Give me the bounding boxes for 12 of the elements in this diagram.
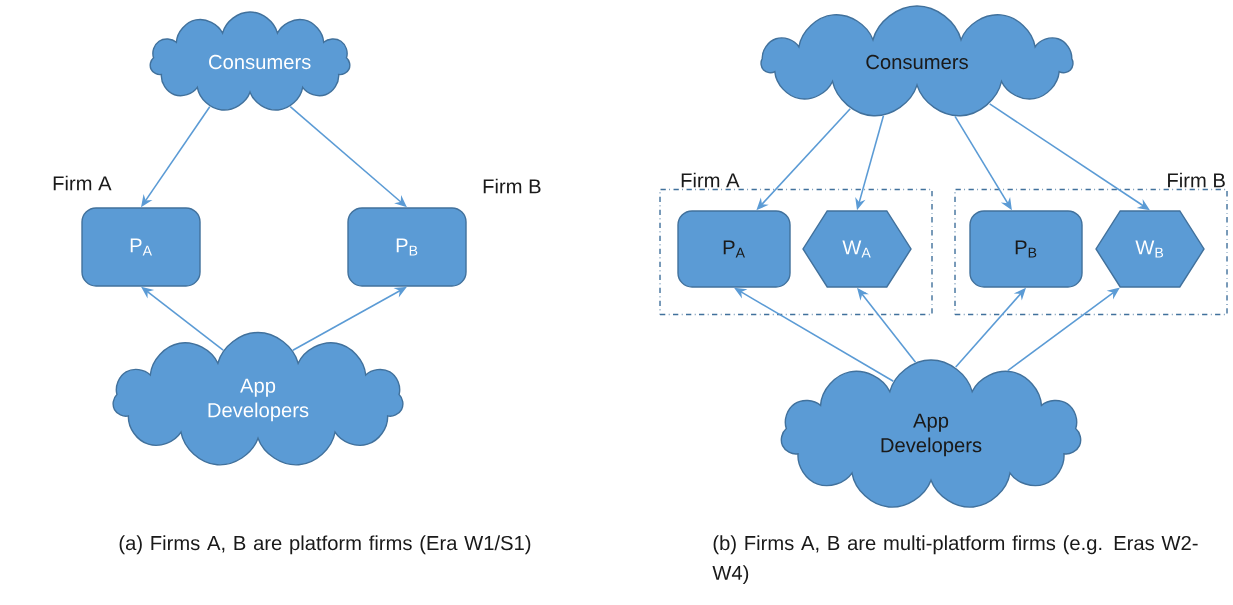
arrow — [292, 286, 407, 351]
caption: (b) Firms A, B are multi-platform firms (e.g. Eras W2-W4) — [712, 535, 1198, 585]
firm-label: Firm A — [681, 172, 740, 188]
platform-box: P$_{B}$ — [347, 207, 467, 287]
platform-box: P$_{A}$ — [81, 207, 201, 287]
arrow — [734, 287, 895, 382]
platform-box: P$_{A}$ — [677, 210, 791, 288]
firm-label: Firm A — [53, 175, 112, 191]
firm-label: Firm B — [1168, 172, 1225, 188]
firm-label: Firm B — [483, 178, 541, 194]
caption: (a) Firms A, B are platform firms (Era W1/S1) — [119, 535, 531, 555]
platform-box: P$_{B}$ — [969, 210, 1083, 288]
